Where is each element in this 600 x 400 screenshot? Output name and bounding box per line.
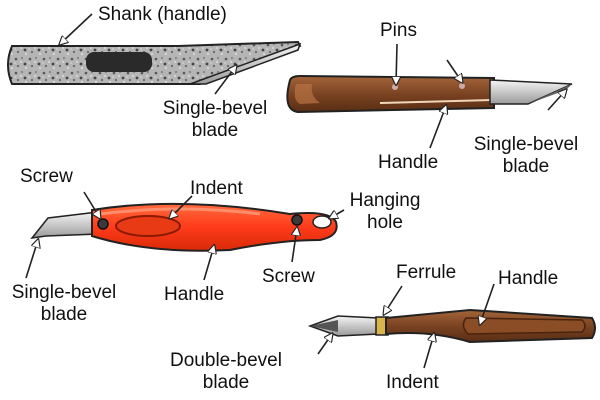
knife-3-blade xyxy=(30,211,99,240)
knife-3-red-knife xyxy=(30,202,338,252)
label-k3-indent: Indent xyxy=(190,178,243,199)
arrow-k1-shank xyxy=(60,13,93,44)
knife-2-handle xyxy=(286,74,495,114)
arrow-k3-handle xyxy=(203,246,214,281)
label-k3-screw-left: Screw xyxy=(20,166,73,187)
knife-4-indent xyxy=(462,317,586,335)
arrow-k4-indent xyxy=(423,334,434,369)
knife-3-indent xyxy=(115,215,181,237)
label-k3-screw-right: Screw xyxy=(262,266,315,287)
knife-2-wooden-knife xyxy=(286,74,573,114)
label-k4-blade-line2: blade xyxy=(202,372,250,393)
label-k1-shank: Shank (handle) xyxy=(98,4,227,25)
arrow-k2-pin-1 xyxy=(396,43,397,84)
arrow-k3-screw-right xyxy=(292,228,297,263)
label-k3-handle: Handle xyxy=(164,284,225,305)
label-k3-blade-line1: Single-bevel xyxy=(11,282,117,303)
knife-1-blade xyxy=(189,42,302,85)
label-k2-blade-line2: blade xyxy=(502,156,550,177)
label-k1-blade-line2: blade xyxy=(191,120,239,141)
arrow-k3-indent xyxy=(170,195,193,218)
arrow-k2-blade xyxy=(547,90,566,111)
knife-3-hanging-hole xyxy=(312,215,332,229)
arrow-k3-hanging xyxy=(330,209,345,218)
label-k3-blade: Single-bevel blade xyxy=(0,282,128,326)
label-k4-ferrule: Ferrule xyxy=(396,262,457,283)
label-k2-blade-line1: Single-bevel xyxy=(473,134,579,155)
label-k2-pins: Pins xyxy=(380,20,417,41)
label-k4-handle: Handle xyxy=(498,268,559,289)
knife-1-shank-knife xyxy=(7,40,302,85)
label-k3-hanging-line1: Hanging xyxy=(349,190,421,211)
label-k2-handle: Handle xyxy=(378,152,439,173)
label-k4-blade: Double-bevel blade xyxy=(156,350,296,394)
knife-2-pin-2 xyxy=(459,83,465,89)
arrow-k4-ferrule xyxy=(384,285,403,314)
label-k1-blade-line1: Single-bevel xyxy=(162,98,268,119)
label-k1-blade: Single-bevel blade xyxy=(140,98,290,142)
arrow-k4-blade xyxy=(317,334,332,355)
label-k3-hanging: Hanging hole xyxy=(340,190,430,234)
label-k4-blade-line1: Double-bevel xyxy=(170,350,282,371)
arrow-k2-handle xyxy=(429,106,446,149)
knife-4-double-bevel-knife xyxy=(307,308,596,344)
arrow-k2-pin-2 xyxy=(446,59,462,82)
knife-1-slot xyxy=(86,52,152,72)
arrow-k4-handle xyxy=(480,283,495,324)
knife-3-screw-left xyxy=(97,218,109,230)
arrow-k3-screw-left xyxy=(83,191,100,218)
label-k4-indent: Indent xyxy=(386,372,439,393)
knife-3-screw-right xyxy=(291,214,303,226)
label-k3-hanging-line2: hole xyxy=(367,212,403,233)
arrow-k3-blade xyxy=(25,240,38,279)
label-k2-blade: Single-bevel blade xyxy=(452,134,600,178)
knife-2-slot xyxy=(379,99,493,104)
arrow-k1-blade xyxy=(214,66,236,95)
knife-2-pin-1 xyxy=(392,84,398,90)
label-k3-blade-line2: blade xyxy=(40,304,88,325)
pointer-arrows xyxy=(25,13,566,369)
knife-2-handle-highlight xyxy=(294,84,320,104)
